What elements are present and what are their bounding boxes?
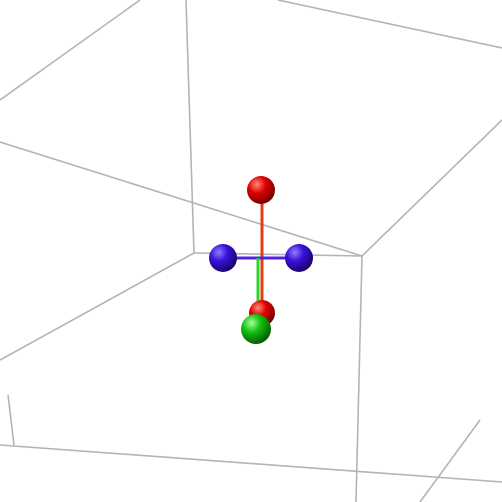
- box-edge: [355, 255, 363, 502]
- blue-atom-right[interactable]: [285, 244, 313, 272]
- box-edge: [0, 444, 502, 483]
- box-edge: [7, 394, 15, 446]
- box-edge: [0, 0, 141, 101]
- green-atom-bottom[interactable]: [241, 314, 271, 344]
- red-atom-top[interactable]: [247, 176, 275, 204]
- box-edge: [0, 141, 363, 257]
- blue-atom-left[interactable]: [209, 244, 237, 272]
- box-edge: [185, 0, 195, 254]
- box-edge: [277, 0, 502, 49]
- box-edge: [0, 252, 195, 361]
- box-edge: [419, 419, 481, 502]
- box-edge: [361, 119, 502, 257]
